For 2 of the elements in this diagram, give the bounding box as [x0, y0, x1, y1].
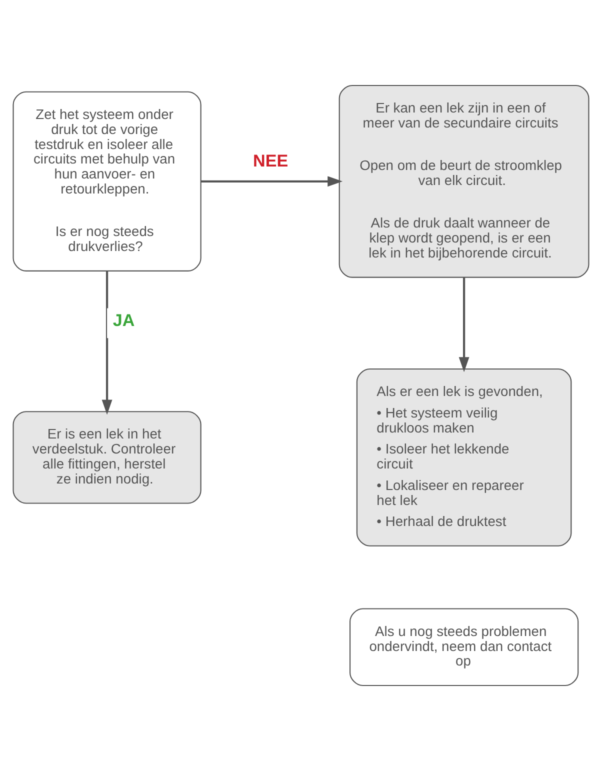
edge-label: JA — [112, 310, 134, 330]
edge-label: NEE — [252, 150, 288, 170]
